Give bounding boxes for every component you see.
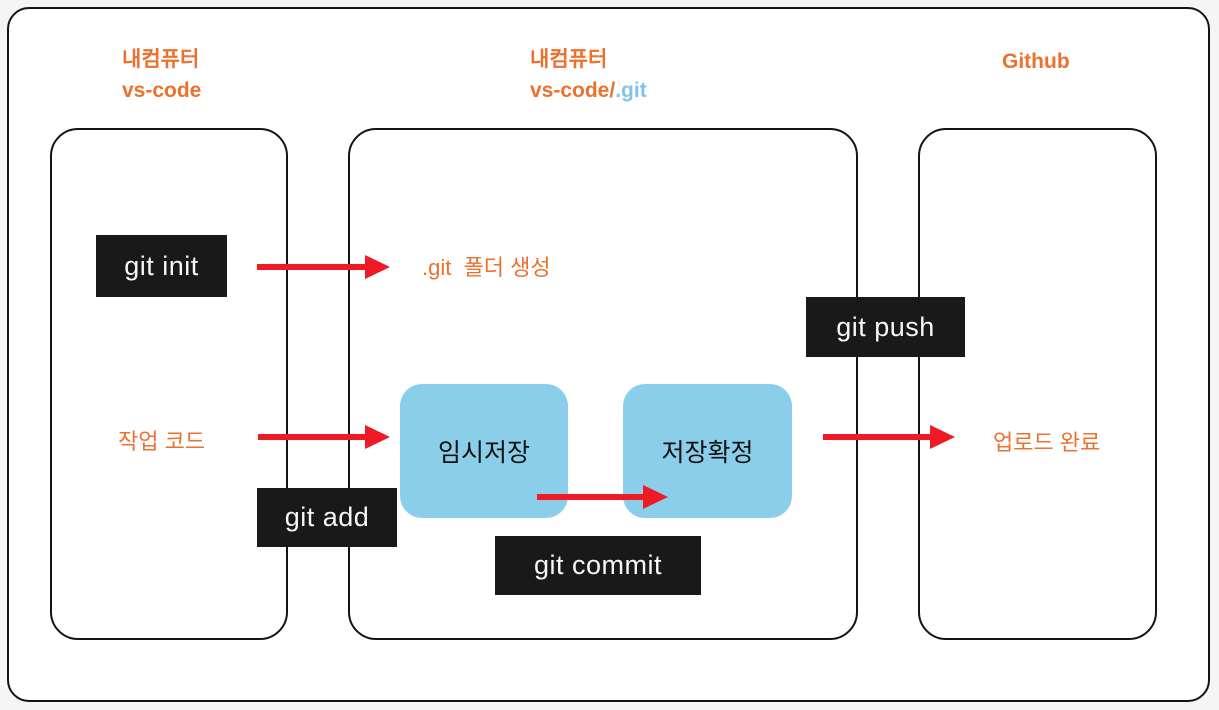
upload-done-text: 업로드 완료: [993, 430, 1101, 455]
git-init-label: git init: [96, 235, 227, 297]
arrow-head-icon: [365, 425, 390, 449]
git-add-arrow: [258, 425, 390, 449]
git-folder-created-text: .git 폴더 생성: [422, 255, 551, 280]
heading-local-line2: vs-code: [122, 79, 202, 102]
heading-git-line2-accent: .git: [615, 79, 647, 102]
arrow-shaft: [258, 434, 365, 440]
arrow-head-icon: [930, 425, 955, 449]
git-commit-label: git commit: [495, 536, 701, 595]
git-add-label: git add: [257, 488, 397, 547]
container-local-vscode: [50, 128, 288, 640]
heading-git-line2-main: vs-code/: [530, 79, 616, 102]
work-code-text: 작업 코드: [118, 429, 206, 454]
arrow-head-icon: [365, 255, 390, 279]
git-commit-arrow: [537, 485, 668, 509]
heading-local-vscode: 내컴퓨터 vs-code: [122, 44, 201, 106]
git-push-arrow: [823, 425, 955, 449]
git-push-label: git push: [806, 297, 965, 357]
heading-git-line1: 내컴퓨터: [530, 48, 608, 71]
arrow-shaft: [257, 264, 365, 270]
arrow-head-icon: [643, 485, 668, 509]
heading-local-git: 내컴퓨터 vs-code/.git: [530, 44, 647, 106]
arrow-shaft: [823, 434, 930, 440]
container-local-git-folder: [348, 128, 858, 640]
git-init-arrow: [257, 255, 390, 279]
container-github: [918, 128, 1157, 640]
heading-local-line1: 내컴퓨터: [122, 48, 200, 71]
heading-github: Github: [1002, 50, 1070, 73]
arrow-shaft: [537, 494, 643, 500]
